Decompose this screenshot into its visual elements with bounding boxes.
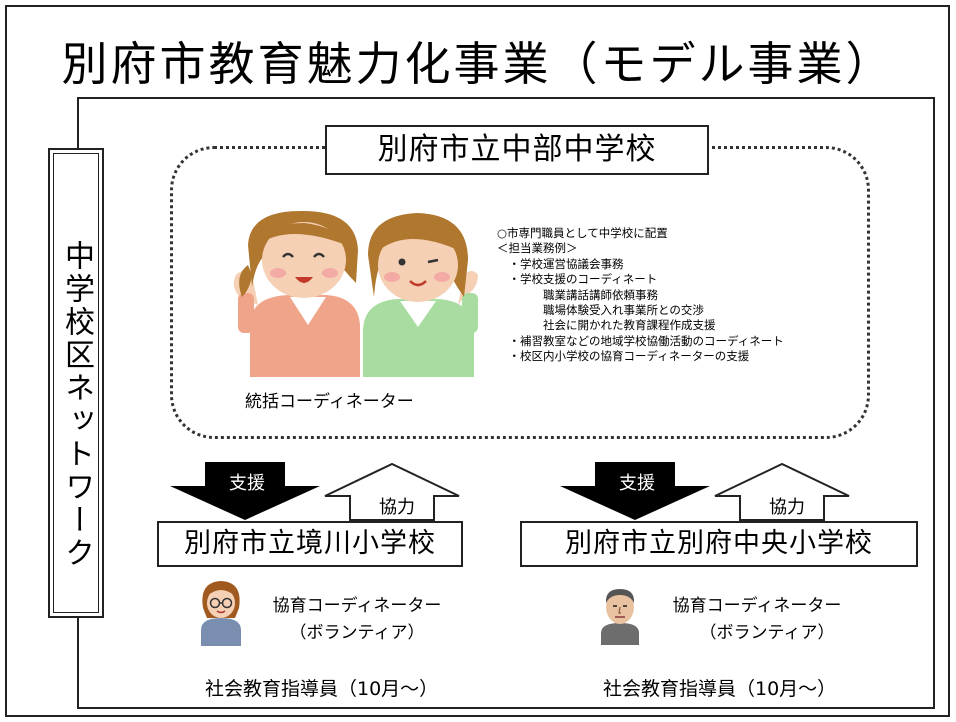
right-cooperation-label: 協力	[769, 497, 805, 518]
coordinators-illustration	[233, 210, 478, 377]
page-title: 別府市教育魅力化事業（モデル事業）	[61, 37, 895, 91]
duty-item: ＜担当業務例＞	[497, 241, 578, 256]
left-cooperation-arrow	[324, 462, 460, 521]
slide-frame	[5, 5, 950, 717]
woman-right-figure	[363, 213, 478, 377]
left-support-label: 支援	[229, 473, 265, 494]
duty-item: ・学校運営協議会事務	[497, 256, 624, 271]
middle-school-name: 別府市立中部中学校	[325, 125, 709, 175]
left-cooperation-label: 協力	[379, 497, 415, 518]
duties-list: ○市専門職員として中学校に配置＜担当業務例＞ ・学校運営協議会事務 ・学校支援の…	[497, 226, 784, 365]
left-support-arrow	[170, 462, 320, 520]
volunteer-woman-icon	[201, 581, 241, 646]
right-arrows	[560, 462, 850, 521]
duty-item: ・学校支援のコーディネート	[497, 272, 658, 287]
right-support-label: 支援	[619, 473, 655, 494]
right-coordinator-role: （ボランティア）	[699, 623, 835, 643]
network-label-box: 中学校区ネットワーク	[48, 148, 104, 618]
school-box-sakaigawa: 別府市立境川小学校	[157, 521, 463, 567]
duty-item: ・校区内小学校の協育コーディネーターの支援	[497, 349, 750, 364]
right-coordinator-title: 協育コーディネーター	[672, 596, 842, 616]
duty-item: 社会に開かれた教育課程作成支援	[497, 318, 716, 333]
left-coordinator-role: （ボランティア）	[289, 623, 425, 643]
left-coordinator-title: 協育コーディネーター	[272, 596, 442, 616]
duty-item: ・補習教室などの地域学校協働活動のコーディネート	[497, 333, 784, 348]
duty-item: 職業講話講師依頼事務	[497, 287, 658, 302]
left-instructor: 社会教育指導員（10月～）	[205, 678, 439, 700]
woman-left-figure	[233, 210, 360, 377]
left-arrows	[170, 462, 460, 521]
lead-coordinator-caption: 統括コーディネーター	[245, 392, 414, 412]
duty-item: ○市専門職員として中学校に配置	[497, 226, 668, 240]
right-instructor: 社会教育指導員（10月～）	[603, 678, 837, 700]
network-label: 中学校区ネットワーク	[59, 240, 94, 570]
volunteer-man-icon	[601, 589, 639, 645]
right-support-arrow	[560, 462, 710, 520]
school-box-chuo: 別府市立別府中央小学校	[520, 521, 918, 567]
right-cooperation-arrow	[714, 462, 850, 521]
duty-item: 職場体験受入れ事業所との交渉	[497, 303, 704, 318]
